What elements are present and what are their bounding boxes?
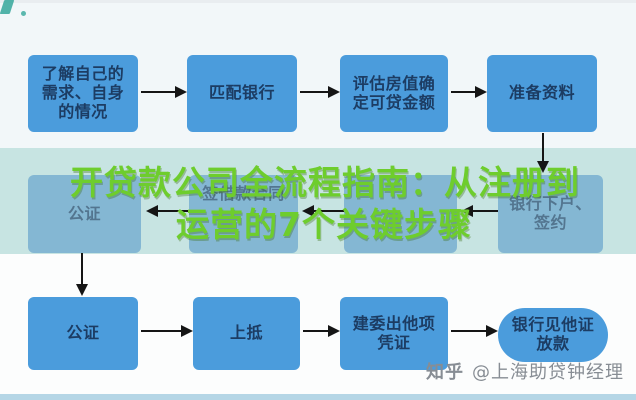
- flow-box-match-bank: 匹配银行: [187, 55, 297, 132]
- arrow-line: [141, 91, 175, 93]
- arrow-left-icon: [146, 205, 158, 217]
- arrow-right-icon: [486, 325, 498, 337]
- flow-box-obscured-step: [344, 175, 457, 253]
- arrow-right-icon: [328, 86, 340, 98]
- watermark-brand-zhihu: 知乎: [426, 362, 464, 383]
- top-edge-strip: [0, 0, 636, 3]
- arrow-right-icon: [175, 86, 187, 98]
- flow-box-know-needs: 了解自己的 需求、自身 的情况: [28, 55, 138, 132]
- arrow-line: [158, 210, 189, 212]
- flow-box-assess-house-value: 评估房值确 定可贷金额: [340, 55, 448, 132]
- arrow-left-icon: [461, 205, 473, 217]
- flow-box-bank-visit-sign: 银行下户、 签约: [498, 175, 603, 253]
- flow-box-notarize: 公证: [28, 297, 138, 370]
- flow-box-notarize-upper: 公证: [28, 175, 141, 253]
- flow-box-loan-disbursement: 银行见他证 放款: [498, 308, 608, 362]
- arrow-down-icon: [76, 284, 88, 296]
- arrow-right-icon: [328, 325, 340, 337]
- overlay-title-line1: 开贷款公司全流程指南：从注册到: [70, 163, 580, 202]
- watermark: 知乎 @上海助贷钟经理: [426, 358, 624, 384]
- flow-box-prepare-documents: 准备资料: [487, 55, 597, 132]
- arrow-line: [473, 210, 498, 212]
- arrow-line: [81, 253, 83, 284]
- arrow-line: [314, 210, 344, 212]
- arrow-line: [303, 330, 328, 332]
- arrow-right-icon: [181, 325, 193, 337]
- watermark-handle: @上海助贷钟经理: [472, 362, 624, 383]
- arrow-line: [141, 330, 181, 332]
- arrow-line: [300, 91, 328, 93]
- arrow-right-icon: [475, 86, 487, 98]
- flow-box-register-mortgage: 上抵: [193, 297, 300, 370]
- flow-box-committee-certificate: 建委出他项 凭证: [340, 297, 448, 370]
- arrow-down-icon: [537, 161, 549, 173]
- corner-artifact-dot: [21, 11, 26, 16]
- arrow-line: [542, 133, 544, 161]
- arrow-line: [451, 330, 486, 332]
- overlay-title-line2: 运营的7个关键步骤: [176, 205, 472, 244]
- arrow-left-icon: [302, 205, 314, 217]
- flow-box-sign-loan-contract: 签借款合同: [189, 175, 298, 253]
- footer-strip: [0, 394, 636, 400]
- arrow-line: [451, 91, 475, 93]
